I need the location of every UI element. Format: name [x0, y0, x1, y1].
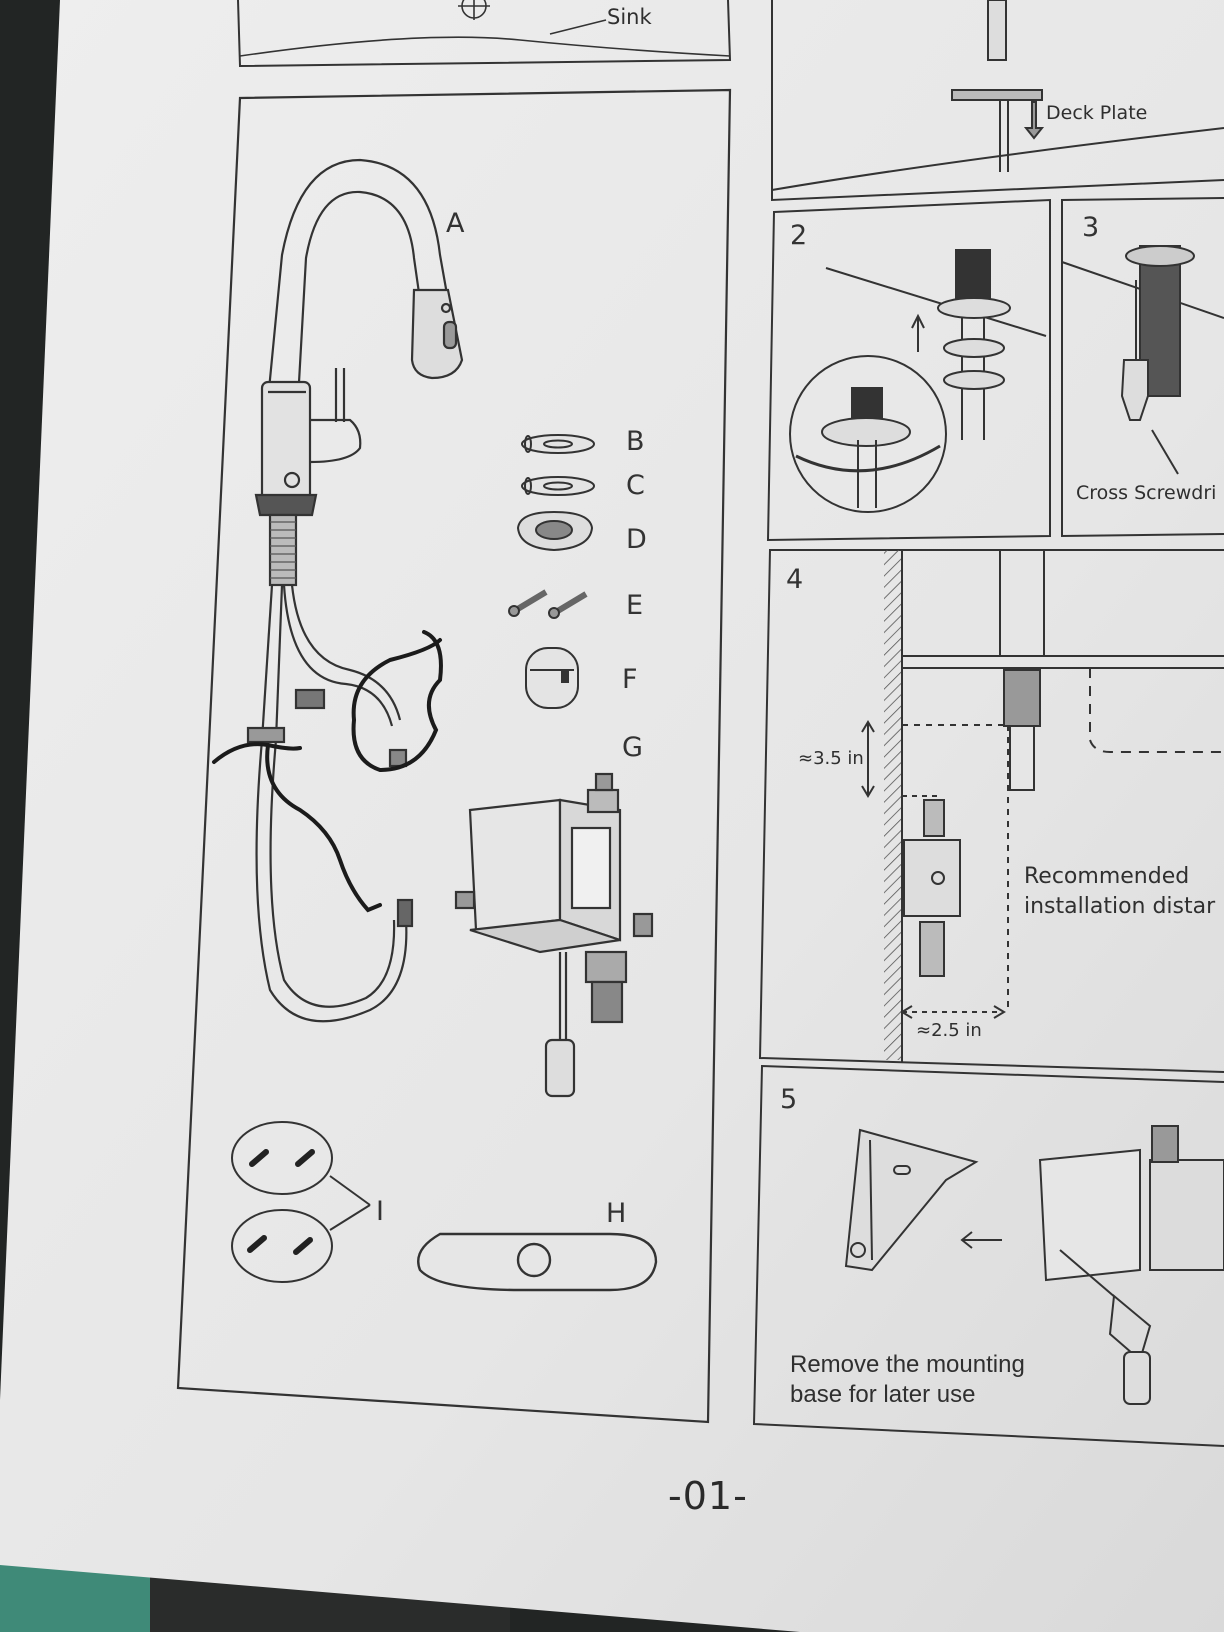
screw-bag-i [231, 1121, 371, 1283]
part-letter-i: I [376, 1196, 384, 1227]
step3-number: 3 [1082, 212, 1100, 243]
horizontal-distance-label: ≈2.5 in [916, 1020, 982, 1041]
part-letter-c: C [626, 470, 645, 501]
part-letter-f: F [622, 664, 638, 695]
step5-note-line1: Remove the mounting [790, 1351, 1025, 1378]
part-letter-d: D [626, 524, 647, 555]
step4-number: 4 [786, 564, 804, 595]
step5-number: 5 [780, 1084, 798, 1115]
step5-note-line2: base for later use [790, 1381, 976, 1408]
page-number: -01- [668, 1474, 748, 1518]
deck-plate-h [417, 1232, 658, 1292]
part-letter-a: A [446, 208, 465, 239]
washer-b [521, 434, 595, 454]
step3-panel [1061, 197, 1224, 538]
washer-c [521, 476, 595, 496]
faucet-illustration [246, 158, 464, 1023]
marker-scribble [212, 630, 443, 913]
top-right-panel [771, 0, 1224, 202]
top-strip-panel [237, 0, 732, 68]
step5-panel [752, 1064, 1224, 1447]
aerator-f [525, 647, 579, 709]
step2-number: 2 [790, 220, 808, 251]
sink-label: Sink [607, 5, 652, 29]
vertical-distance-label: ≈3.5 in [798, 748, 864, 769]
step4-panel [758, 549, 1224, 1073]
cross-screwdriver-label: Cross Screwdri [1076, 482, 1217, 504]
control-box-g [454, 772, 654, 1098]
step2-panel [766, 198, 1051, 542]
mounting-nut-d [516, 510, 594, 552]
part-letter-e: E [626, 590, 644, 621]
part-letter-g: G [622, 732, 643, 763]
recommended-label-line1: Recommended [1024, 864, 1190, 889]
parts-panel [176, 88, 732, 1424]
part-letter-b: B [626, 426, 645, 457]
recommended-label-line2: installation distar [1024, 894, 1216, 919]
part-letter-h: H [606, 1198, 627, 1229]
screws-e [508, 589, 588, 619]
deck-plate-label: Deck Plate [1046, 102, 1148, 124]
